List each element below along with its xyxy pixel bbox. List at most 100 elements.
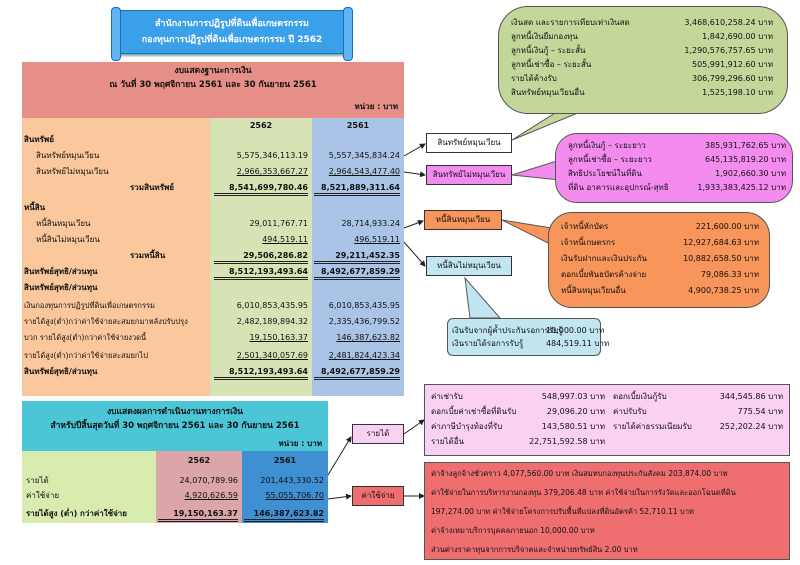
arrow-noncurrent-liabilities: [403, 241, 426, 267]
balance-sheet-heading: งบแสดงฐานะการเงิน: [174, 66, 252, 76]
bs-row-value-2561: 8,492,677,859.29: [314, 366, 400, 380]
noncurrent-liabilities-bubble-tail: [464, 276, 502, 319]
revenue-value: 344,545.86 บาท: [719, 392, 783, 401]
revenue-value: 252,202.24 บาท: [719, 422, 783, 431]
detail-value: 1,902,660.30 บาท: [715, 169, 786, 178]
bs-row-value-2562: 29,011,767.71: [249, 219, 308, 228]
bs-row-value-2561: 6,010,853,435.95: [328, 301, 400, 310]
detail-value: 10,000.00 บาท: [546, 326, 605, 335]
detail-value: 3,468,610,258.24 บาท: [684, 18, 773, 27]
balance-sheet-2562-column: [210, 118, 312, 396]
operations-2561-column: [242, 451, 328, 523]
detail-value: 1,933,383,425.12 บาท: [697, 183, 786, 192]
bs-row-value-2561: 28,714,933.24: [341, 219, 400, 228]
detail-label: ลูกหนี้เช่าซื้อ – ระยะสั้น: [511, 60, 592, 69]
bs-row-label: สินทรัพย์หมุนเวียน: [36, 151, 100, 160]
current-liabilities-detail-bubble: เจ้าหนี้หักบัตร 221,600.00 บาทเจ้าหนี้เกษ…: [548, 212, 770, 308]
detail-value: 221,600.00 บาท: [695, 222, 759, 231]
bs-row-value-2561: 29,211,452.35: [314, 250, 400, 264]
expense-line: 197,274.00 บาท ค่าใช้จ่ายโครงการปรับพื้น…: [431, 507, 694, 516]
bs-row-value-2562: 8,512,193,493.64: [214, 266, 308, 280]
bs-row-label: สินทรัพย์ไม่หมุนเวียน: [36, 167, 109, 176]
title-line-2: กองทุนการปฏิรูปที่ดินเพื่อเกษตรกรรม ปี 2…: [141, 35, 323, 45]
detail-label: เงินรับจากผู้ค้ำประกันรอการรับรู้: [452, 326, 563, 335]
detail-value: 1,290,576,757.65 บาท: [684, 46, 773, 55]
noncurrent-assets-bubble-tail: [511, 159, 561, 181]
detail-value: 505,991,912.60 บาท: [691, 60, 773, 69]
revenue-value: 22,751,592.58 บาท: [529, 437, 605, 446]
bs-row-label: สินทรัพย์: [24, 135, 54, 144]
detail-value: 10,882,658.50 บาท: [683, 254, 759, 263]
label-current-assets: สินทรัพย์หมุนเวียน: [426, 133, 512, 153]
arrow-revenue: [327, 436, 352, 476]
label-noncurrent-liabilities: หนี้สินไม่หมุนเวียน: [426, 256, 512, 276]
revenue-value: 29,096.20 บาท: [546, 407, 605, 416]
arrow-noncurrent-assets: [403, 171, 426, 178]
op-row-label: ค่าใช้จ่าย: [26, 491, 60, 500]
detail-label: เจ้าหนี้หักบัตร: [561, 222, 609, 231]
balance-sheet-header: งบแสดงฐานะการเงิน ณ วันที่ 30 พฤศจิกายน …: [22, 62, 404, 118]
detail-label: สิทธิประโยชน์ในที่ดิน: [568, 169, 642, 178]
detail-label: รายได้ค้างรับ: [511, 74, 557, 83]
revenue-label: รายได้ค่าธรรมเนียมรับ: [613, 422, 692, 431]
bs-row-value-2561: 2,335,436,799.52: [328, 317, 400, 326]
bs-row-label: รายได้สูง(ต่ำ)กว่าค่าใช้จ่ายสะสมยกมาหลัง…: [24, 317, 188, 326]
label-expense: ค่าใช้จ่าย: [352, 486, 404, 506]
revenue-label: ค่าปรับรับ: [613, 407, 647, 416]
balance-sheet-label-column: [22, 118, 210, 396]
op-col-header-2562: 2562: [187, 456, 211, 465]
expense-line: ค่าจ้างเหมาบริการบุคคลภายนอก 10,000.00 บ…: [431, 526, 595, 535]
revenue-value: 775.54 บาท: [737, 407, 783, 416]
bs-row-value-2561: 2,964,543,477.40: [328, 167, 400, 176]
bs-row-value-2562: 29,506,286.82: [214, 250, 308, 264]
bs-col-header-2562: 2562: [249, 121, 273, 130]
bs-row-value-2562: 6,010,853,435.95: [236, 301, 308, 310]
detail-label: สินทรัพย์หมุนเวียนอื่น: [511, 88, 585, 97]
bs-row-value-2561: 8,492,677,859.29: [314, 266, 400, 280]
operations-header: งบแสดงผลการดำเนินงานทางการเงิน สำหรับปีส…: [22, 401, 328, 451]
detail-label: เจ้าหนี้เกษตรกร: [561, 238, 616, 247]
operations-label-column: [22, 451, 156, 523]
detail-label: ลูกหนี้เงินยืมกองทุน: [511, 32, 578, 41]
expense-detail-box: ค่าจ้างลูกจ้างชั่วคราว 4,077,560.00 บาท …: [424, 462, 790, 560]
detail-label: ลูกหนี้เงินกู้ – ระยะสั้น: [511, 46, 586, 55]
detail-value: 1,525,198.10 บาท: [702, 88, 773, 97]
detail-label: ดอกเบี้ยพันธบัตรค้างจ่าย: [561, 270, 647, 279]
arrow-expense: [327, 493, 352, 500]
bs-row-label: สินทรัพย์สุทธิ/ส่วนทุน: [24, 283, 98, 292]
title-banner: สำนักงานการปฏิรูปที่ดินเพื่อเกษตรกรรม กอ…: [111, 7, 353, 61]
op-row-value-2562: 4,920,626.59: [184, 491, 238, 500]
bs-row-label: สินทรัพย์สุทธิ/ส่วนทุน: [24, 367, 98, 376]
bs-row-value-2562: 8,512,193,493.64: [214, 366, 308, 380]
revenue-value: 143,580.51 บาท: [541, 422, 605, 431]
detail-label: ที่ดิน อาคารและอุปกรณ์-สุทธิ: [568, 183, 669, 192]
bs-row-value-2562: 5,575,346,113.19: [236, 151, 308, 160]
label-current-liabilities: หนี้สินหมุนเวียน: [424, 210, 502, 230]
detail-label: เงินสด และรายการเทียบเท่าเงินสด: [511, 18, 630, 27]
detail-value: 645,135,819.20 บาท: [704, 155, 786, 164]
title-line-1: สำนักงานการปฏิรูปที่ดินเพื่อเกษตรกรรม: [155, 19, 309, 29]
detail-value: 1,842,690.00 บาท: [702, 32, 773, 41]
bs-col-header-2561: 2561: [346, 121, 370, 130]
current-liabilities-bubble-tail: [501, 219, 553, 246]
detail-value: 79,086.33 บาท: [700, 270, 759, 279]
detail-value: 484,519.11 บาท: [546, 339, 610, 348]
bs-row-label: หนี้สินหมุนเวียน: [36, 219, 91, 228]
bs-row-label: รวมสินทรัพย์: [130, 183, 174, 192]
revenue-label: รายได้อื่น: [431, 437, 464, 446]
bs-row-value-2561: 5,557,345,834.24: [328, 151, 400, 160]
op-row-label: รายได้สูง (ต่ำ) กว่าค่าใช้จ่าย: [26, 509, 127, 518]
operations-period: สำหรับปีสิ้นสุดวันที่ 30 พฤศจิกายน 2561 …: [50, 421, 300, 431]
current-assets-detail-bubble: เงินสด และรายการเทียบเท่าเงินสด 3,468,610…: [498, 6, 788, 114]
bs-row-value-2561: 2,481,824,423.34: [328, 351, 400, 360]
label-noncurrent-assets: สินทรัพย์ไม่หมุนเวียน: [426, 165, 512, 185]
bs-row-label: เงินกองทุนการปฏิรูปที่ดินเพื่อเกษตรกรรม: [24, 301, 155, 310]
op-row-value-2562: 24,070,789.96: [179, 476, 238, 485]
bs-row-value-2562: 2,482,189,894.32: [236, 317, 308, 326]
op-row-value-2561: 201,443,330.52: [260, 476, 324, 485]
op-row-value-2561: 55,055,706.70: [265, 491, 324, 500]
operations-unit: หน่วย : บาท: [278, 439, 322, 448]
revenue-label: ค่าเช่ารับ: [431, 392, 463, 401]
detail-label: ลูกหนี้เงินกู้ – ระยะยาว: [568, 141, 646, 150]
